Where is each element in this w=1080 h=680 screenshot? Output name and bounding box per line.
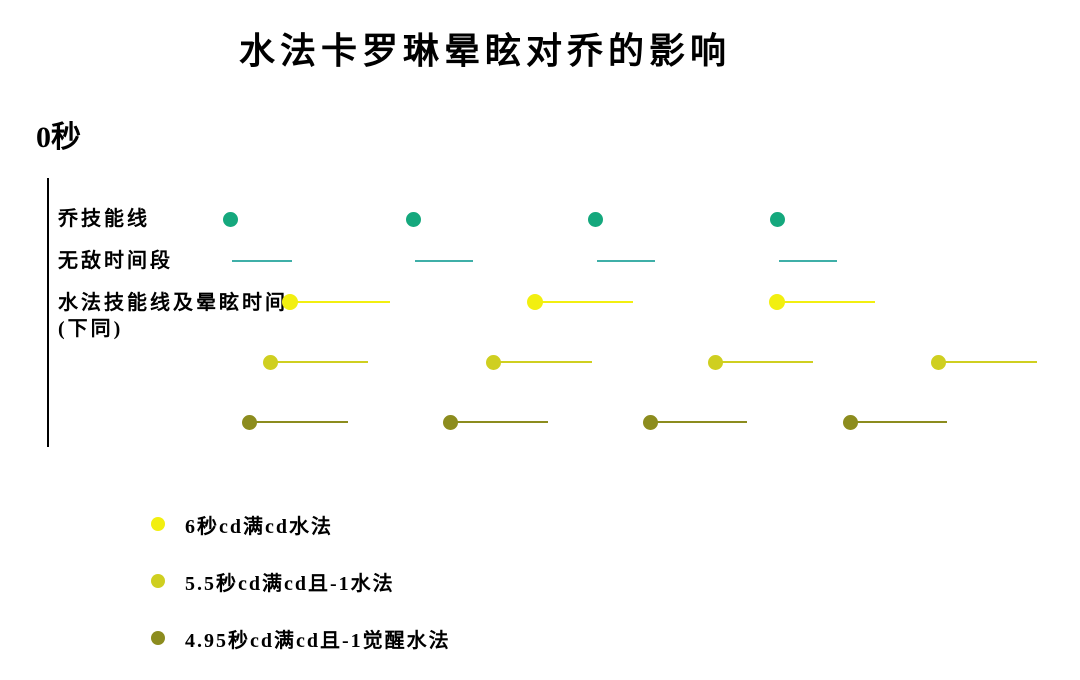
series-line-segment: [450, 420, 548, 424]
legend-item: 6秒cd满cd水法: [151, 512, 451, 538]
series-dot-marker: [707, 354, 723, 370]
series-line-segment: [777, 300, 875, 304]
series-dot-marker: [930, 354, 946, 370]
series-line-segment: [270, 360, 368, 364]
legend-dot-icon: [151, 574, 165, 588]
series-dot-marker: [642, 414, 658, 430]
series-line-segment: [290, 300, 390, 304]
series-line-segment: [415, 259, 473, 263]
series-line-segment: [850, 420, 947, 424]
series-line-segment: [232, 259, 292, 263]
series-dot-marker: [282, 294, 298, 310]
axis-vertical-line: [47, 178, 49, 447]
legend-item: 4.95秒cd满cd且-1觉醒水法: [151, 626, 451, 652]
series-line-segment: [650, 420, 747, 424]
legend-item-label: 5.5秒cd满cd且-1水法: [185, 572, 395, 595]
series-line-segment: [249, 420, 348, 424]
time-origin-label: 0秒: [36, 121, 81, 154]
series-dot-marker: [262, 354, 278, 370]
series-line-segment: [779, 259, 837, 263]
series-dot-marker: [769, 211, 785, 227]
series-line-segment: [938, 360, 1037, 364]
row-label-water-skill-stun: 水法技能线及晕眩时间: [58, 292, 288, 314]
series-dot-marker: [527, 294, 543, 310]
legend: 6秒cd满cd水法 5.5秒cd满cd且-1水法 4.95秒cd满cd且-1觉醒水法: [151, 512, 451, 652]
legend-item-label: 6秒cd满cd水法: [185, 515, 333, 538]
series-dot-marker: [405, 211, 421, 227]
legend-dot-icon: [151, 517, 165, 531]
series-dot-marker: [587, 211, 603, 227]
series-dot-marker: [442, 414, 458, 430]
series-line-segment: [597, 259, 655, 263]
legend-item: 5.5秒cd满cd且-1水法: [151, 569, 451, 595]
series-dot-marker: [769, 294, 785, 310]
row-label-joe-skill-line: 乔技能线: [58, 208, 150, 230]
legend-item-label: 4.95秒cd满cd且-1觉醒水法: [185, 629, 451, 652]
series-line-segment: [535, 300, 633, 304]
row-label-same-below: (下同): [58, 318, 124, 340]
series-dot-marker: [485, 354, 501, 370]
series-dot-marker: [842, 414, 858, 430]
series-dot-marker: [241, 414, 257, 430]
series-dot-marker: [222, 211, 238, 227]
chart-title: 水法卡罗琳晕眩对乔的影响: [238, 31, 731, 71]
row-label-invincible-period: 无敌时间段: [58, 250, 173, 272]
series-line-segment: [493, 360, 592, 364]
legend-dot-icon: [151, 631, 165, 645]
series-line-segment: [715, 360, 813, 364]
